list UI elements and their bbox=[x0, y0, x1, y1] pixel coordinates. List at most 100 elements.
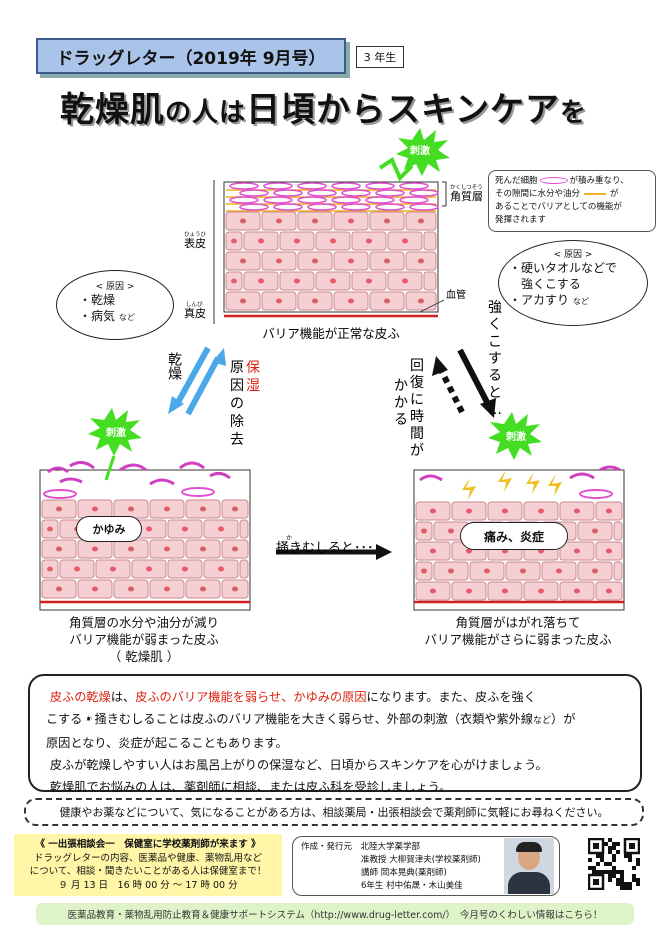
qr-module bbox=[596, 854, 600, 858]
body-text: 皮ふが乾燥しやすい人はお風呂上がりの保湿など、日頃からスキンケアを心がけましょう… bbox=[49, 758, 548, 772]
cell-nucleus bbox=[294, 278, 300, 284]
cell-nucleus bbox=[592, 568, 598, 574]
dead-cell bbox=[273, 203, 303, 211]
info-text: あることでバリアとしての機能が bbox=[495, 202, 622, 212]
arrow-kansou bbox=[168, 346, 211, 414]
dead-cell bbox=[331, 182, 361, 190]
kakushitsu-label: 角質層 bbox=[450, 189, 483, 203]
cell-nucleus bbox=[164, 506, 170, 512]
qr-module bbox=[616, 870, 620, 874]
qr-module bbox=[592, 866, 596, 870]
vertical-label-char: か bbox=[394, 378, 408, 394]
info-text: が積み重なり、 bbox=[569, 176, 629, 186]
damaged-skin-caption: 角質層がはがれ落ちて バリア機能がさらに弱まった皮ふ bbox=[398, 614, 638, 648]
qr-module bbox=[636, 858, 640, 862]
qr-module bbox=[636, 882, 640, 886]
cell-nucleus bbox=[466, 508, 472, 514]
stimulus-label: 刺激 bbox=[409, 144, 430, 157]
info-text: 発揮されます bbox=[495, 215, 547, 225]
body-text: など bbox=[533, 716, 552, 726]
cell-nucleus bbox=[574, 548, 580, 554]
cell-nucleus bbox=[240, 218, 246, 224]
cell-nucleus bbox=[146, 526, 152, 532]
caption-line: 角質層がはがれ落ちて bbox=[455, 615, 581, 630]
cell-nucleus bbox=[128, 586, 134, 592]
cell-nucleus bbox=[200, 546, 206, 552]
qr-module bbox=[604, 842, 608, 846]
vertical-label-char: に bbox=[410, 392, 424, 408]
qr-module bbox=[600, 854, 604, 858]
dead-cell bbox=[273, 189, 303, 197]
cell-nucleus bbox=[92, 546, 98, 552]
vertical-label-char: 回 bbox=[410, 358, 424, 374]
cell-nucleus bbox=[502, 508, 508, 514]
bubble-item: ・乾燥 bbox=[79, 293, 116, 307]
info-text: その隙間に水分や油分 bbox=[495, 189, 581, 199]
vertical-label-char: … bbox=[488, 402, 502, 418]
cell-nucleus bbox=[182, 526, 188, 532]
qr-module bbox=[624, 854, 628, 858]
cell-nucleus bbox=[574, 508, 580, 514]
cell-nucleus bbox=[258, 278, 264, 284]
author-box: 作成・発行元 北陸大学薬学部 准教授 大柳賀津夫(学校薬剤師) 講師 岡本晃典(… bbox=[292, 836, 560, 896]
qr-module bbox=[608, 846, 612, 850]
dead-cell bbox=[263, 182, 293, 190]
kakimushiru-label: 掻きむしると･･･ bbox=[276, 541, 374, 556]
dead-cell bbox=[399, 182, 429, 190]
stimulus-label: 刺激 bbox=[505, 430, 526, 443]
cell-nucleus bbox=[240, 298, 246, 304]
headline-part: を bbox=[560, 98, 588, 128]
headline-part: 日頃から bbox=[246, 90, 387, 130]
qr-module bbox=[612, 846, 616, 850]
dead-cell bbox=[239, 189, 269, 197]
qr-finder bbox=[623, 838, 640, 855]
hoshitsu-char: 湿 bbox=[246, 378, 260, 394]
qr-module bbox=[616, 878, 620, 882]
dead-cell bbox=[409, 189, 439, 197]
dead-cell bbox=[365, 196, 395, 204]
vertical-label-char: 時 bbox=[410, 409, 424, 425]
qr-module bbox=[632, 866, 636, 870]
qr-finder bbox=[588, 873, 605, 890]
dead-cell bbox=[229, 182, 259, 190]
cell-nucleus bbox=[606, 548, 612, 554]
info-text: 死んだ細胞 bbox=[495, 176, 538, 186]
footer-banner[interactable]: 医薬品教育・薬物乱用防止教育＆健康サポートシステム（http://www.dru… bbox=[36, 903, 634, 925]
notice-box: 健康やお薬などについて、気になることがある方は、相談薬局・出張相談会で薬剤師に気… bbox=[24, 798, 644, 826]
qr-finder bbox=[593, 843, 599, 849]
cell-nucleus bbox=[384, 298, 390, 304]
body-text: 乾燥肌でお悩みの人は、薬剤師に相談、または皮ふ科を受診しましょう。 bbox=[49, 780, 452, 794]
cell-nucleus bbox=[606, 508, 612, 514]
cell-nucleus bbox=[330, 238, 336, 244]
vertical-label-char: と bbox=[488, 385, 502, 401]
dead-cell bbox=[409, 203, 439, 211]
cell-nucleus bbox=[421, 528, 427, 534]
skin-cell bbox=[239, 559, 249, 579]
kekkan-label: 血管 bbox=[446, 288, 466, 301]
cell-nucleus bbox=[240, 258, 246, 264]
qr-module bbox=[612, 842, 616, 846]
qr-module bbox=[596, 870, 600, 874]
cell-nucleus bbox=[421, 568, 427, 574]
qr-code-icon[interactable] bbox=[588, 838, 640, 890]
qr-module bbox=[596, 862, 600, 866]
main-text-box: 皮ふの乾燥は、皮ふのバリア機能を弱らせ、かゆみの原因になります。また、皮ふを強く… bbox=[28, 674, 642, 794]
author-org: 北陸大学薬学部 bbox=[360, 842, 421, 852]
consult-title: 《 一出張相談会一 保健室に学校薬剤師が来ます 》 bbox=[35, 839, 261, 850]
qr-module bbox=[616, 850, 620, 854]
qr-module bbox=[612, 874, 616, 878]
cell-nucleus bbox=[110, 566, 116, 572]
bubble-etc: など bbox=[572, 297, 589, 306]
bubble-etc: など bbox=[118, 313, 135, 322]
kayumi-badge: かゆみ bbox=[76, 516, 142, 542]
dead-cell bbox=[375, 189, 405, 197]
stimulus-burst-icon bbox=[88, 408, 142, 481]
cell-nucleus bbox=[384, 258, 390, 264]
cause-bubble-left: < 原因 > ・乾燥 ・病気 など bbox=[56, 270, 174, 340]
cell-nucleus bbox=[231, 278, 237, 284]
body-text: 掻きむしることは皮ふのバリア機能を大きく弱らせ、外部の刺激（衣類や紫外線 bbox=[94, 712, 534, 726]
caption-line: （ 乾燥肌 ） bbox=[108, 649, 180, 664]
hyohi-label: 表皮 bbox=[184, 236, 206, 250]
cell-nucleus bbox=[231, 238, 237, 244]
oil-icon bbox=[584, 192, 607, 195]
